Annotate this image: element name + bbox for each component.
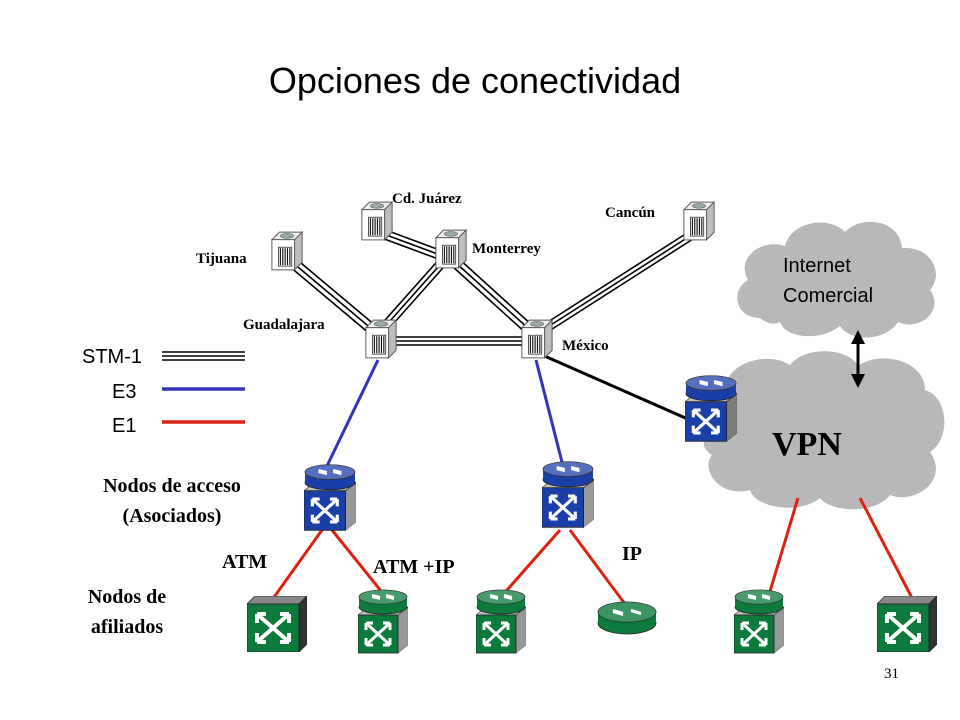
e1-links	[270, 497, 914, 605]
vpn-label: VPN	[772, 426, 842, 463]
router-icon	[683, 201, 715, 241]
link-cancun-mexico	[539, 232, 694, 334]
access-node-mexico-icon[interactable]	[542, 460, 594, 529]
page-number: 31	[884, 666, 899, 682]
affiliate-atm-switch-icon[interactable]	[247, 596, 307, 652]
legend: STM-1 E3 E1	[82, 346, 245, 437]
affiliate-atm-switch-icon[interactable]	[877, 596, 937, 652]
internet-cloud-label-2: Comercial	[783, 285, 873, 307]
node-monterrey[interactable]: Monterrey	[435, 229, 541, 269]
link-guadalajara-access	[324, 359, 380, 469]
city-label-tijuana: Tijuana	[196, 251, 247, 267]
router-icon	[521, 319, 553, 359]
stm1-links	[288, 228, 694, 346]
node-cancun[interactable]: Cancún	[605, 201, 715, 241]
link-cdjuarez-monterrey	[378, 228, 446, 261]
affiliate-multilayer-switch-icon[interactable]	[734, 588, 784, 655]
internet-vpn-arrow	[851, 330, 865, 388]
affiliate-nodes-label-2: afiliados	[91, 616, 163, 638]
link-mexico-access	[534, 359, 565, 467]
protocol-label-ip: IP	[622, 543, 642, 565]
e3-links	[324, 359, 565, 469]
city-label-cd-juarez: Cd. Juárez	[392, 191, 462, 207]
legend-stm1-label: STM-1	[82, 346, 142, 368]
router-icon	[365, 319, 397, 359]
cloud-icon	[737, 221, 936, 338]
affiliate-multilayer-switch-icon[interactable]	[476, 588, 526, 655]
internet-cloud-label-1: Internet	[783, 255, 851, 277]
protocol-label-atm-ip: ATM +IP	[373, 556, 455, 578]
node-mexico[interactable]: México	[521, 319, 609, 359]
router-icon	[271, 231, 303, 271]
link-monterrey-mexico	[451, 257, 534, 335]
access-node-guadalajara-icon[interactable]	[304, 463, 356, 532]
affiliate-router-icon[interactable]	[597, 601, 657, 635]
protocol-label-atm: ATM	[222, 551, 267, 573]
node-tijuana[interactable]: Tijuana	[196, 231, 303, 271]
access-nodes-label-2: (Asociados)	[123, 505, 222, 527]
page-title: Opciones de conectividad	[269, 60, 681, 101]
vpn-cloud: VPN	[698, 351, 945, 510]
node-cd-juarez[interactable]: Cd. Juárez	[361, 191, 462, 241]
link-tijuana-guadalajara	[288, 257, 377, 335]
internet-cloud: Internet Comercial	[737, 221, 936, 338]
node-guadalajara[interactable]: Guadalajara	[243, 317, 397, 359]
legend-e1-label: E1	[112, 415, 136, 437]
router-icon	[435, 229, 467, 269]
router-icon	[361, 201, 393, 241]
city-label-guadalajara: Guadalajara	[243, 317, 325, 333]
city-label-mexico: México	[562, 338, 609, 354]
city-label-monterrey: Monterrey	[472, 241, 541, 257]
legend-e3-label: E3	[112, 381, 136, 403]
link-mexico-vpn	[539, 352, 691, 422]
affiliate-nodes-label-1: Nodos de	[88, 586, 166, 608]
link-guadalajara-mexico	[385, 336, 528, 346]
legend-stm1-swatch	[162, 351, 245, 361]
cloud-icon	[698, 351, 945, 510]
access-nodes-label-1: Nodos de acceso	[103, 475, 241, 497]
city-label-cancun: Cancún	[605, 205, 656, 221]
vpn-multilayer-switch-icon[interactable]	[685, 374, 737, 442]
affiliate-multilayer-switch-icon[interactable]	[358, 588, 408, 655]
